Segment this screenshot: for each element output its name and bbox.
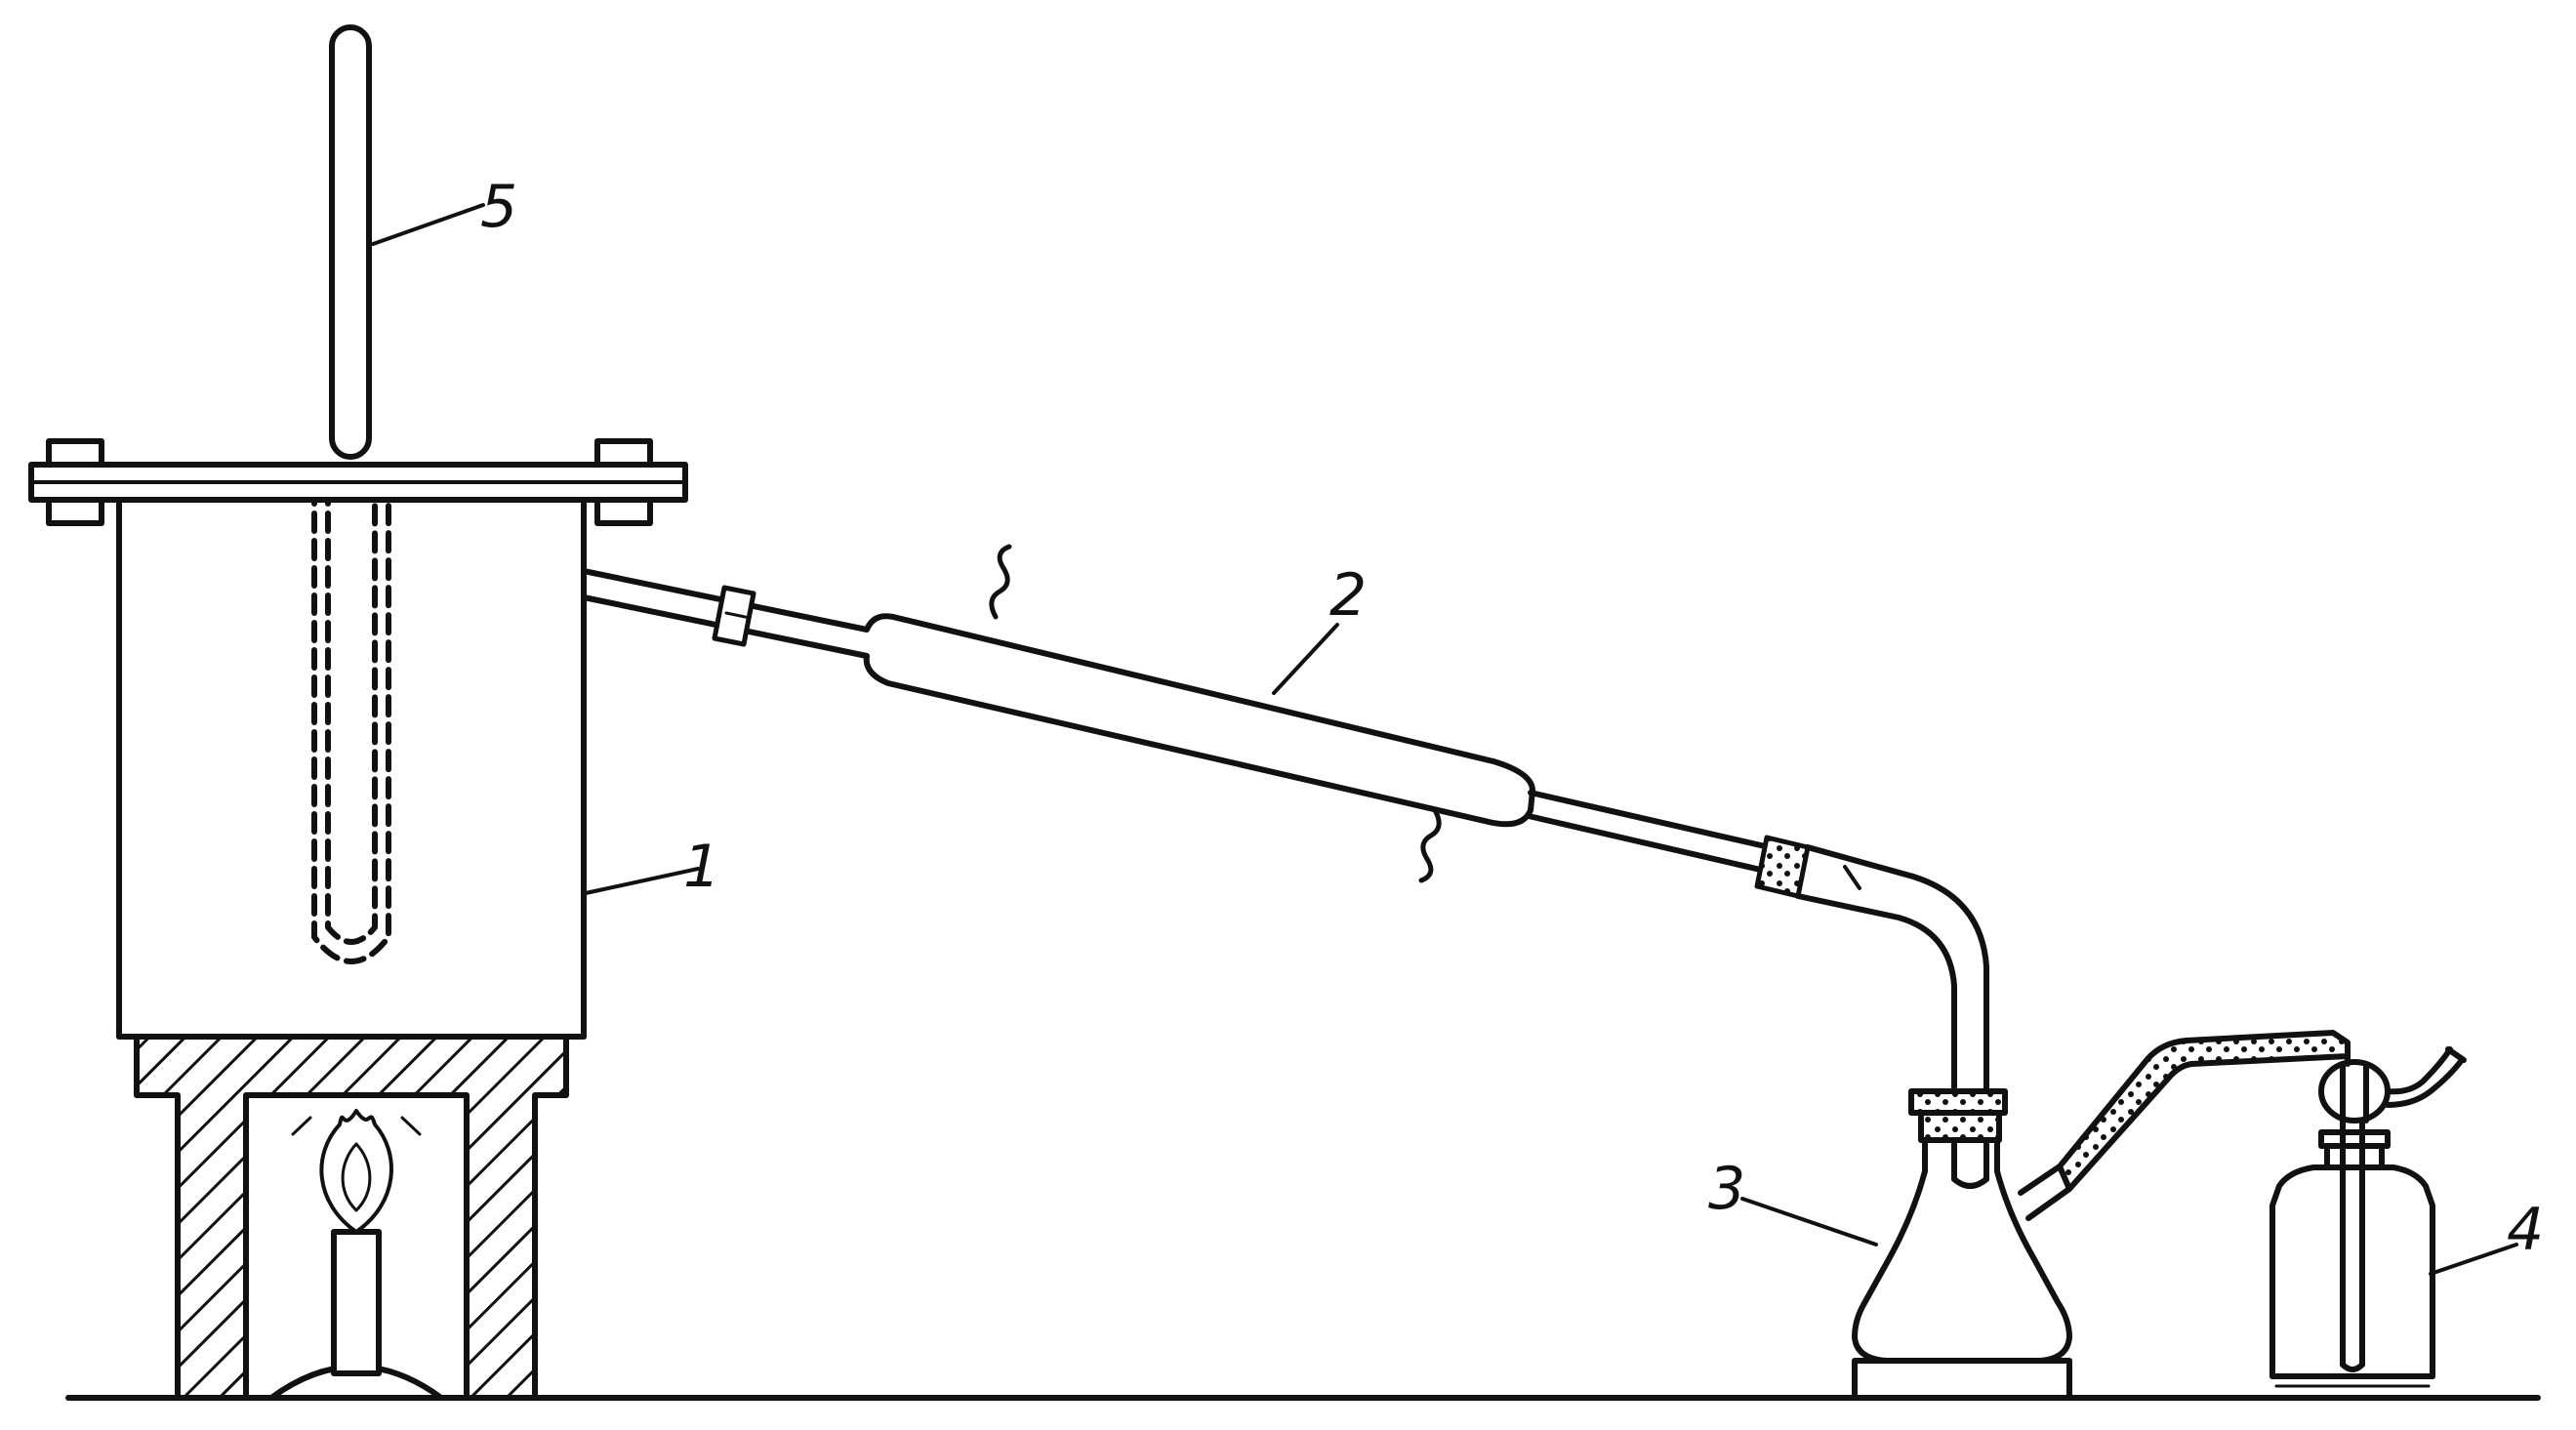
receiving-flask [1740, 1088, 2072, 1401]
burner [268, 1109, 444, 1401]
label-condenser: 2 [1329, 561, 1368, 630]
label-flask: 3 [1708, 1155, 1746, 1223]
label-bottle: 4 [2507, 1196, 2545, 1264]
outlet-tube [581, 568, 870, 659]
label-thermometer: 5 [480, 173, 518, 241]
burner-stand [134, 1034, 569, 1401]
thermometer [311, 24, 485, 964]
reaction-vessel [116, 497, 700, 1040]
adapter-tube [1795, 844, 1989, 1106]
wash-bottle [2269, 1046, 2518, 1388]
label-vessel: 1 [683, 833, 721, 901]
connecting-hose [2057, 1030, 2351, 1192]
vessel-lid [28, 438, 688, 526]
condenser [863, 544, 1811, 899]
